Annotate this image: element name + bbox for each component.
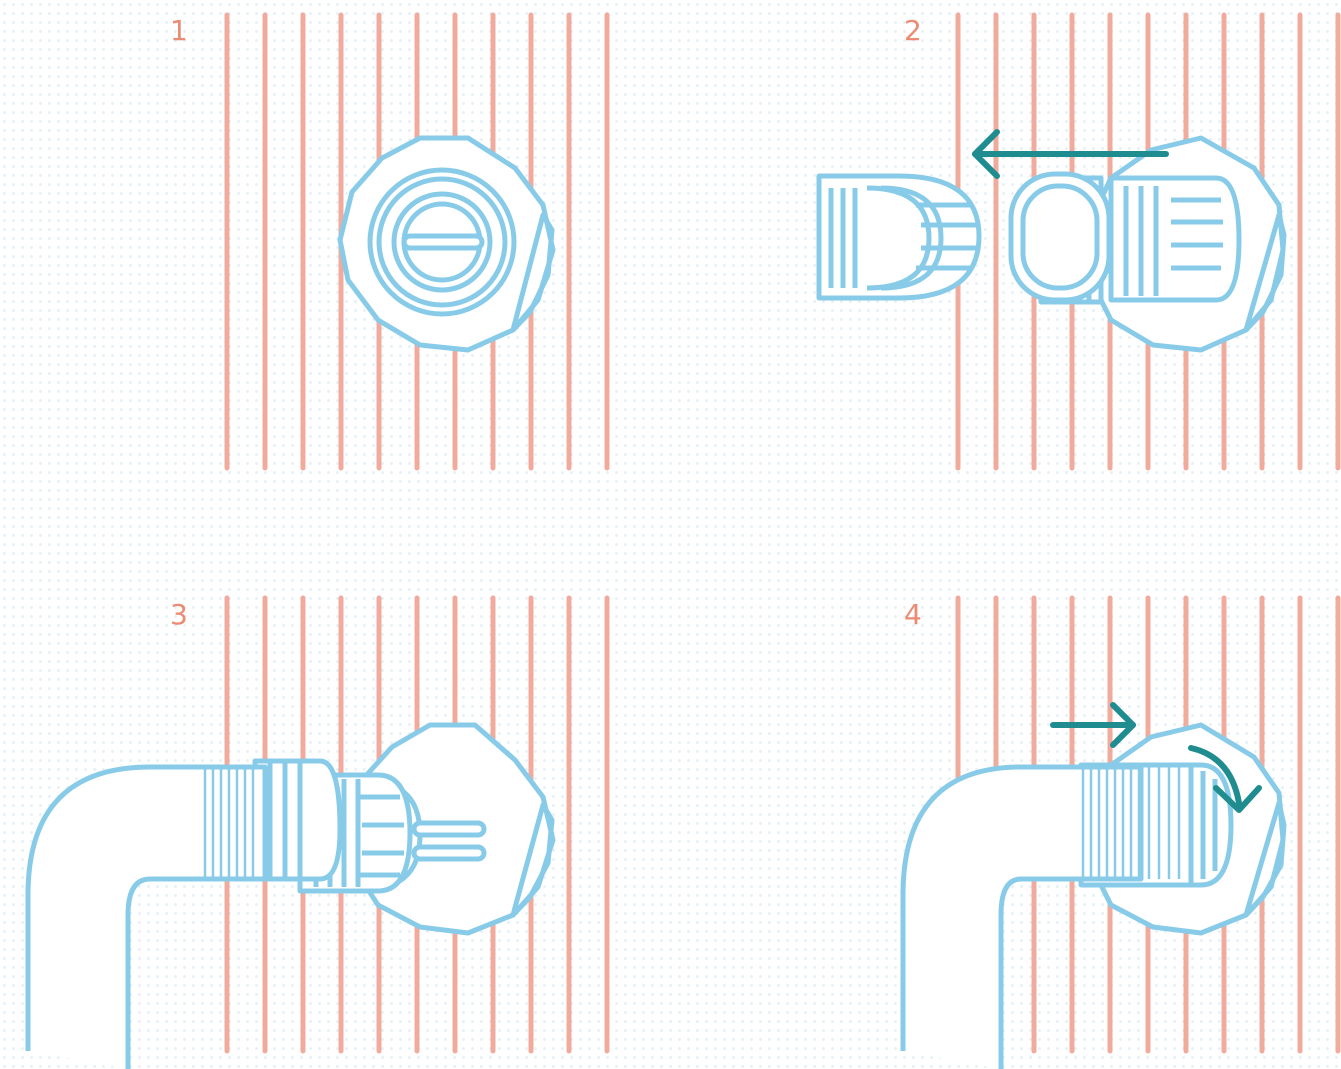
- step-1-panel: 1: [0, 0, 670, 534]
- arrow-left-icon: [972, 129, 1169, 179]
- wall-outlet-capped-icon: [337, 135, 556, 353]
- remove-cap-icon: [816, 135, 1287, 353]
- rotate-clockwise-icon: [1188, 745, 1262, 813]
- connect-hose-icon: [25, 722, 556, 1069]
- step-4-panel: 4: [671, 535, 1341, 1069]
- tighten-hose-icon: [900, 722, 1287, 1069]
- step-3-illustration: [25, 595, 610, 1069]
- step-number: 1: [170, 14, 188, 47]
- step-2-panel: 2: [671, 0, 1341, 534]
- step-3-panel: 3: [0, 535, 670, 1069]
- step-number: 2: [904, 14, 922, 47]
- step-number: 3: [170, 598, 188, 631]
- step-number: 4: [904, 598, 922, 631]
- arrow-right-icon: [1050, 702, 1136, 748]
- step-4-illustration: [900, 595, 1341, 1069]
- step-1-illustration: [224, 12, 610, 471]
- step-2-illustration: [816, 12, 1341, 471]
